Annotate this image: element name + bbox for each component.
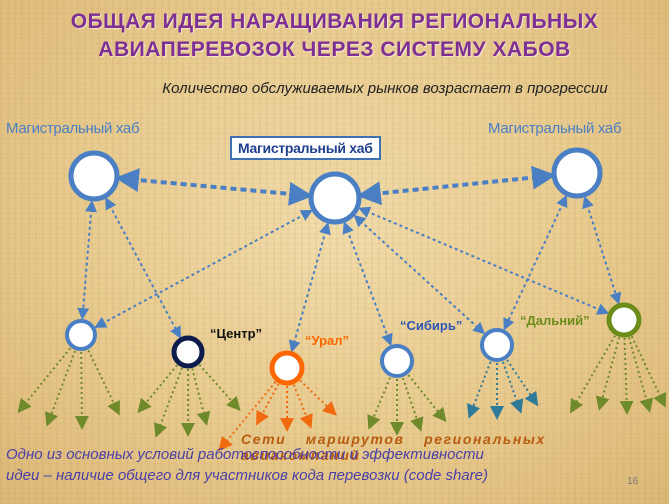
hub-link-hubL-rgC <box>105 197 181 339</box>
feeder-link-rg1-2 <box>74 351 89 430</box>
feeder-link-rgC-4 <box>198 364 241 411</box>
feeder-link-rgE-2 <box>619 337 634 415</box>
region-label-ural: “Урал” <box>305 333 350 348</box>
feeder-link-rgC-3 <box>191 368 211 426</box>
feeder-link-rgU-3 <box>292 384 313 429</box>
code-share-note-line-1: Одно из основных условий работоспособнос… <box>6 446 484 463</box>
feeder-link-rgE-0 <box>569 335 616 414</box>
trunk-link-center-right <box>356 165 557 206</box>
trunk-link-left-center <box>114 168 314 206</box>
nodes-layer <box>65 147 642 386</box>
feeder-link-rgC-0 <box>137 364 178 414</box>
node-rgC <box>171 335 205 369</box>
hub-link-hubC-rgE <box>358 206 610 315</box>
feeder-link-rgE-3 <box>627 337 654 413</box>
node-hubC <box>308 171 362 225</box>
title-line-2: АВИАПЕРЕВОЗОК ЧЕРЕЗ СИСТЕМУ ХАБОВ <box>98 38 571 61</box>
hub-link-hubL-rg1 <box>77 199 98 321</box>
feeder-link-rgU-4 <box>299 379 337 416</box>
feeder-link-rg1-1 <box>44 350 76 427</box>
node-rgE <box>606 302 642 338</box>
feeder-link-rgC-1 <box>153 367 183 438</box>
page-number: 16 <box>627 476 639 487</box>
node-rgD <box>480 328 514 362</box>
node-hubR <box>551 147 603 199</box>
node-rg1 <box>65 319 97 351</box>
hub-link-hubR-rgD <box>503 194 568 331</box>
region-label-far-east: “Дальний” <box>520 313 590 328</box>
feeder-link-rgS-0 <box>367 377 392 430</box>
regional-networks-caption: Сети маршрутов региональных авиакомпаний <box>241 431 546 463</box>
node-rgU <box>269 350 305 386</box>
feeder-link-rgD-2 <box>502 361 524 414</box>
hub-link-hubC-rgU <box>288 222 331 353</box>
feeder-link-rg1-0 <box>17 347 72 414</box>
region-label-center: “Центр” <box>210 326 263 341</box>
feeder-link-rgD-3 <box>506 359 539 407</box>
right-hub-label: Магистральный хаб <box>488 120 622 137</box>
hub-link-hubC-rg1 <box>94 209 313 328</box>
feeder-link-rgU-1 <box>256 383 280 426</box>
feeder-link-rgS-2 <box>401 377 424 432</box>
feeder-link-rgU-0 <box>218 381 277 452</box>
node-hubL <box>68 150 120 202</box>
feeder-link-rg1-3 <box>87 349 120 416</box>
feeder-link-rgE-1 <box>595 337 621 411</box>
center-hub-label: Магистральный хаб <box>230 136 381 160</box>
hub-link-hubC-rgD <box>353 214 486 335</box>
hub-link-hubR-rgE <box>582 195 622 305</box>
code-share-note-line-2: идеи – наличие общего для участников код… <box>6 467 488 484</box>
region-label-siberia: “Сибирь” <box>400 318 463 333</box>
links-layer <box>17 165 667 452</box>
title-line-1: ОБЩАЯ ИДЕЯ НАРАЩИВАНИЯ РЕГИОНАЛЬНЫХ <box>70 10 599 33</box>
subtitle: Количество обслуживаемых рынков возраста… <box>162 80 608 97</box>
left-hub-label: Магистральный хаб <box>6 120 140 137</box>
feeder-link-rgD-0 <box>467 361 492 419</box>
feeder-link-rgE-4 <box>630 335 667 408</box>
node-rgS <box>380 344 414 378</box>
